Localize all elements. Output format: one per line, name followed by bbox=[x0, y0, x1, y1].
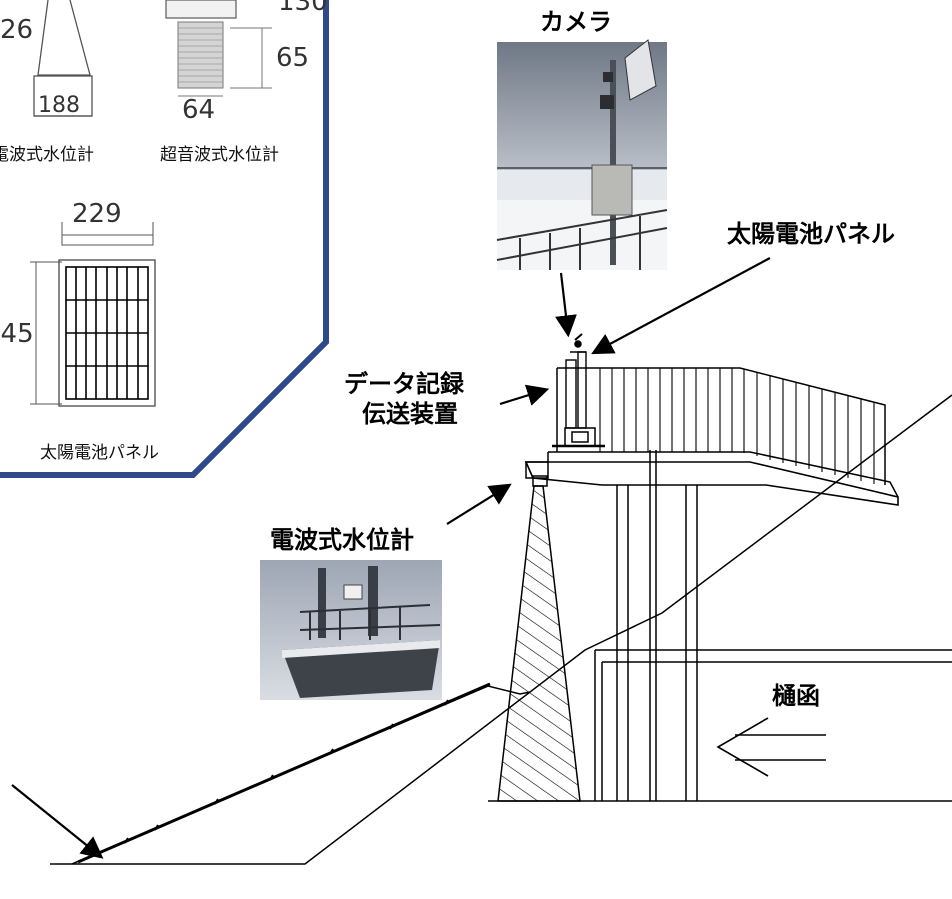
embankment-slope-surface bbox=[71, 685, 531, 865]
radar-gauge-head bbox=[532, 475, 548, 487]
sluice-label: 樋函 bbox=[772, 682, 820, 710]
panel-height-dim: 345 bbox=[0, 319, 34, 349]
ultrasonic-height-dim: 65 bbox=[276, 43, 309, 73]
ultrasonic-gauge-drawing bbox=[165, 0, 272, 97]
deck-top bbox=[548, 451, 899, 498]
logger-label-line1: データ記録 bbox=[344, 370, 465, 398]
camera-photo bbox=[496, 39, 668, 270]
handrail bbox=[556, 367, 886, 485]
deck-piers bbox=[616, 450, 698, 801]
ultrasonic-width-dim: 64 bbox=[182, 95, 215, 125]
solar-panel-callout-label: 太陽電池パネル bbox=[727, 220, 895, 248]
radar-bottom-dim: 188 bbox=[38, 93, 80, 118]
site-drawing bbox=[50, 333, 952, 865]
ultrasonic-top-dim: 130 bbox=[278, 0, 328, 17]
logger-arrow bbox=[499, 384, 550, 406]
solar-panel-label: 太陽電池パネル bbox=[40, 443, 159, 463]
radar-gauge-photo bbox=[260, 560, 442, 700]
support-pier bbox=[497, 485, 581, 802]
slope-arrow bbox=[11, 784, 104, 859]
deck-slab bbox=[524, 461, 899, 506]
radar-gauge-label: 電波式水位計 bbox=[0, 145, 94, 165]
bank-revetment bbox=[77, 682, 491, 864]
solar-panel-drawing bbox=[30, 222, 156, 407]
camera-label: カメラ bbox=[540, 8, 612, 36]
logger-label-line2: 伝送装置 bbox=[362, 400, 458, 428]
ultrasonic-gauge-label: 超音波式水位計 bbox=[160, 145, 279, 165]
revetment-ticks bbox=[124, 699, 449, 844]
radar-gauge-callout-label: 電波式水位計 bbox=[270, 526, 414, 554]
embankment-outline bbox=[50, 394, 952, 865]
radar-gauge-drawing bbox=[33, 0, 93, 117]
panel-width-dim: 229 bbox=[72, 199, 122, 229]
radar-top-dim: 26 bbox=[0, 15, 33, 45]
callout-arrows bbox=[11, 257, 771, 859]
inset-border bbox=[0, 0, 329, 478]
equipment-mast bbox=[552, 333, 605, 448]
radar-gauge-arrow bbox=[446, 483, 512, 525]
sluice-box bbox=[594, 649, 952, 801]
solar-panel-arrow bbox=[591, 257, 771, 355]
flow-arrow bbox=[716, 717, 826, 777]
camera-arrow bbox=[555, 272, 577, 338]
equipment-inset: 26 188 電波式水位計 130 65 64 超音波式水位計 bbox=[0, 0, 329, 478]
